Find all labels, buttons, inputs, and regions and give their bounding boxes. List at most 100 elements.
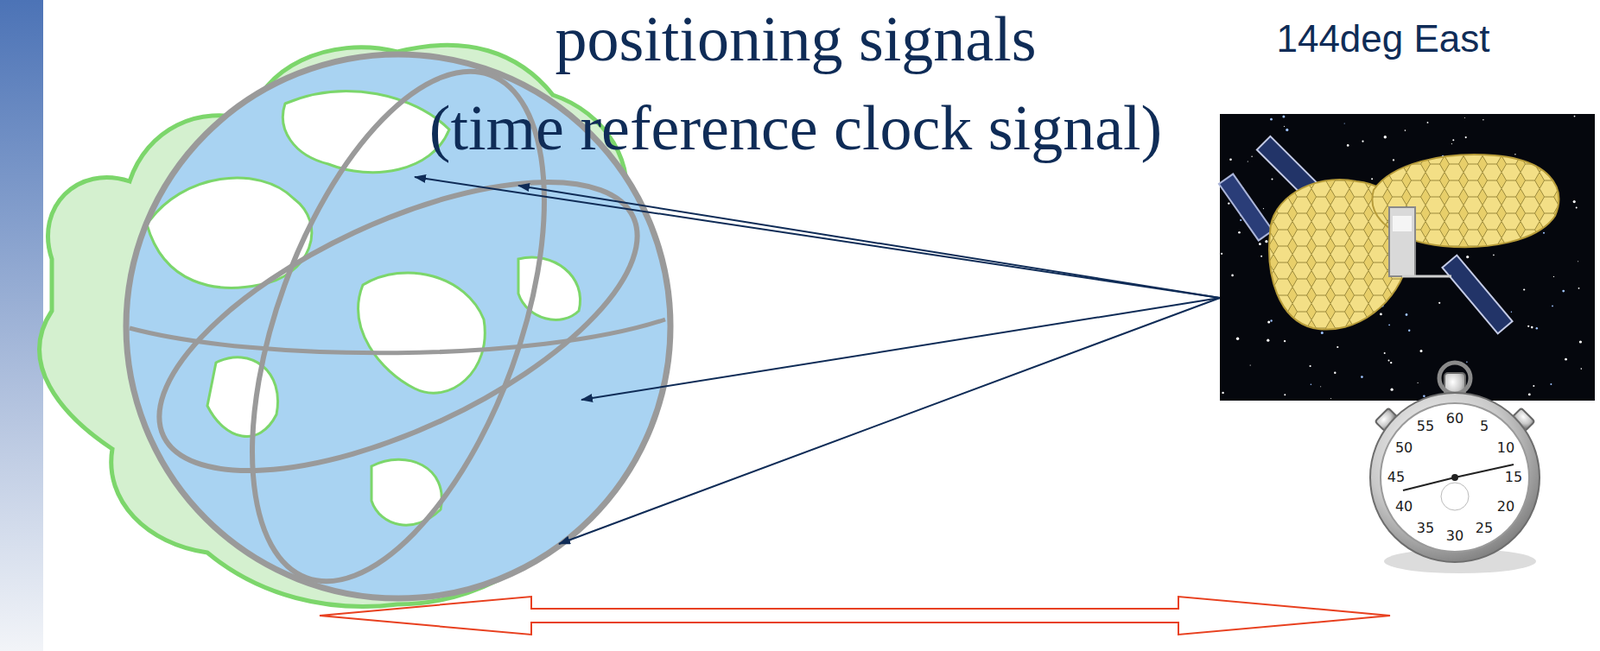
star: [1575, 207, 1578, 210]
signal-arrow: [518, 185, 1220, 299]
signal-arrows: [414, 177, 1220, 545]
star: [1379, 313, 1383, 317]
star: [1408, 330, 1410, 332]
side-bar: [0, 0, 44, 651]
satellite-picture: [1219, 114, 1595, 401]
star: [1388, 359, 1391, 362]
dial-number: 25: [1475, 520, 1493, 537]
star: [1466, 361, 1468, 363]
star: [1282, 115, 1285, 119]
star: [1220, 253, 1223, 255]
star: [1336, 346, 1339, 349]
star: [1231, 274, 1234, 278]
star: [1422, 394, 1426, 398]
star: [1514, 153, 1516, 155]
star: [1427, 121, 1429, 124]
star: [1371, 177, 1373, 180]
star: [1250, 364, 1251, 366]
stopwatch: [1370, 362, 1540, 574]
star: [1310, 383, 1313, 386]
star: [1511, 311, 1512, 313]
dial-number: 5: [1479, 419, 1489, 435]
dial-number: 30: [1446, 528, 1464, 545]
star: [1269, 118, 1273, 121]
star: [1564, 358, 1568, 362]
star: [1264, 240, 1268, 243]
star: [1239, 219, 1242, 222]
star: [1247, 160, 1249, 162]
star: [1574, 115, 1576, 118]
position-label: 144deg East: [1276, 17, 1490, 61]
star: [1236, 337, 1239, 341]
star: [1346, 144, 1350, 147]
dial-number: 50: [1395, 440, 1413, 457]
star: [1542, 232, 1545, 235]
star: [1578, 287, 1581, 290]
star: [1267, 320, 1270, 324]
star: [1532, 385, 1535, 388]
star: [1238, 231, 1241, 235]
star: [1530, 326, 1534, 330]
signal-arrow: [414, 177, 1220, 299]
star: [1577, 260, 1579, 262]
star: [1579, 340, 1582, 343]
star: [1466, 255, 1469, 259]
star: [1388, 323, 1391, 326]
dial-number: 55: [1416, 419, 1435, 435]
star: [1227, 202, 1230, 204]
star: [1229, 158, 1232, 161]
star: [1527, 325, 1530, 328]
star: [1390, 361, 1392, 364]
star: [1333, 372, 1336, 375]
star: [1390, 388, 1394, 392]
star: [1266, 339, 1270, 343]
star: [1404, 129, 1407, 132]
star: [1320, 331, 1324, 335]
signal-arrow: [581, 298, 1220, 400]
star: [1417, 382, 1419, 384]
dial-number: 10: [1497, 440, 1515, 457]
star: [1549, 383, 1552, 386]
star: [1492, 254, 1495, 257]
star: [1553, 276, 1555, 278]
title-text: (time reference clock signal): [429, 91, 1162, 166]
dial-number: 40: [1395, 499, 1413, 515]
star: [1260, 255, 1263, 258]
star: [1344, 122, 1346, 124]
star: [1384, 352, 1386, 355]
star: [1580, 368, 1583, 370]
dial-number: 60: [1446, 411, 1464, 427]
star: [1420, 349, 1423, 353]
star-field: [1220, 115, 1582, 400]
star: [1438, 302, 1441, 305]
star: [1250, 156, 1252, 158]
star: [1384, 135, 1387, 139]
star: [1269, 319, 1272, 322]
dial-number: 45: [1387, 469, 1405, 486]
star: [1573, 200, 1576, 204]
star: [1482, 119, 1484, 121]
star: [1285, 128, 1289, 132]
star: [1451, 143, 1453, 145]
star: [1523, 288, 1525, 291]
star: [1536, 327, 1538, 330]
star: [1361, 140, 1364, 143]
star: [1263, 208, 1264, 210]
star: [1452, 139, 1454, 141]
star: [1309, 365, 1312, 368]
star: [1258, 242, 1262, 246]
dial-number: 15: [1504, 469, 1523, 486]
star: [1392, 158, 1395, 161]
star: [1283, 340, 1286, 343]
star: [1405, 313, 1409, 317]
star: [1360, 375, 1364, 379]
title-text: positioning signals: [554, 2, 1036, 77]
star: [1283, 393, 1286, 396]
star: [1465, 136, 1467, 139]
range-arrow: [319, 596, 1391, 635]
star: [1271, 177, 1274, 180]
star: [1330, 398, 1332, 400]
star: [1320, 386, 1321, 388]
signal-arrow: [558, 298, 1220, 545]
